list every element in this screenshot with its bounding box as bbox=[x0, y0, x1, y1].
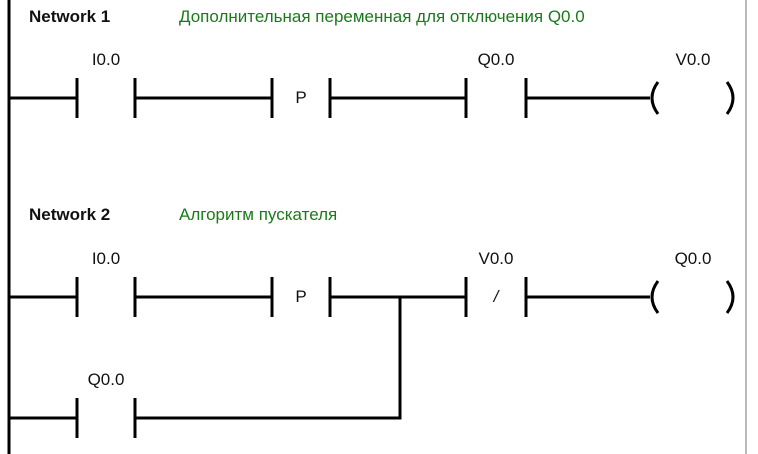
n2-branch-contact-address: Q0.0 bbox=[87, 370, 125, 389]
n1-contact1-address: I0.0 bbox=[91, 50, 121, 69]
network-2-rung bbox=[9, 277, 735, 317]
n2-contact2-address: V0.0 bbox=[478, 249, 514, 268]
network-1-comment: Дополнительная переменная для отключения… bbox=[179, 7, 585, 26]
n2-contact1-address: I0.0 bbox=[91, 249, 121, 268]
n1-coil-address: V0.0 bbox=[675, 50, 711, 69]
network-2-title: Network 2 bbox=[29, 205, 111, 224]
n2-coil-address: Q0.0 bbox=[674, 249, 712, 268]
n1-coil-left-arc bbox=[650, 81, 660, 115]
n2-edge-symbol: P bbox=[295, 287, 307, 306]
n2-contact2-negation-symbol: / bbox=[493, 287, 499, 306]
n2-coil-left-arc bbox=[650, 280, 660, 314]
n1-coil-right-arc bbox=[725, 81, 735, 115]
n2-coil-right-arc bbox=[725, 280, 735, 314]
n1-edge-symbol: P bbox=[295, 88, 307, 107]
network-2-comment: Алгоритм пускателя bbox=[179, 205, 338, 224]
network-2-branch bbox=[9, 297, 402, 438]
network-1-title: Network 1 bbox=[29, 7, 111, 26]
network-1-rung bbox=[9, 78, 735, 118]
n1-contact2-address: Q0.0 bbox=[477, 50, 515, 69]
